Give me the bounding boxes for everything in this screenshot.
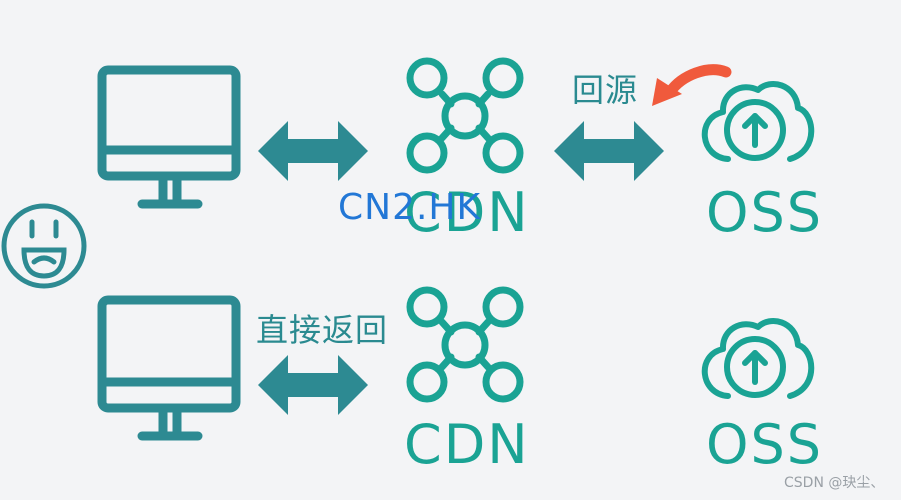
curved-arrow-icon	[652, 64, 732, 106]
direct-return-label: 直接返回	[256, 311, 389, 349]
watermark: CSDN @玦尘、	[784, 475, 885, 491]
cloud-upload-icon	[701, 318, 815, 399]
monitor-icon	[97, 65, 241, 209]
oss-label-bottom: OSS	[706, 413, 824, 476]
cdn-label-bottom: CDN	[404, 413, 530, 476]
network-node-icon	[406, 57, 524, 174]
double-arrow-icon	[554, 121, 664, 181]
monitor-icon	[97, 295, 241, 441]
overlay-text: CN2.HK	[338, 187, 482, 228]
network-node-icon	[406, 286, 524, 403]
cdn-label-top: CDN	[404, 181, 530, 244]
double-arrow-icon	[258, 121, 368, 181]
oss-label-top: OSS	[706, 181, 824, 244]
double-arrow-icon	[258, 355, 368, 415]
cloud-upload-icon	[701, 81, 815, 162]
origin-fetch-label: 回源	[572, 71, 639, 109]
smiley-icon	[1, 203, 87, 289]
